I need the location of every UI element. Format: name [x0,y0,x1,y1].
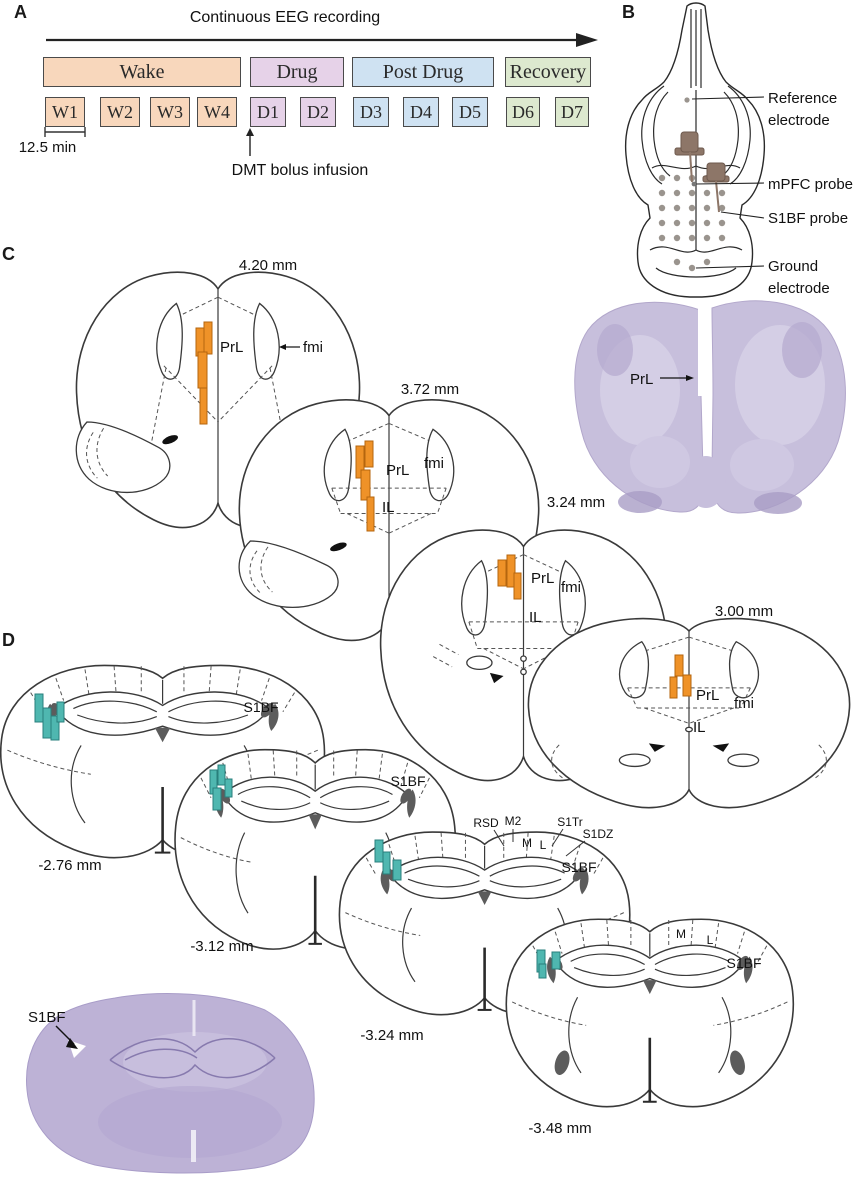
brain-section-c-300 [527,617,851,809]
scale-label: 12.5 min [18,139,77,156]
arrowhead-up-icon [246,128,254,136]
panel-b-letter: B [622,2,635,22]
mpfc-probe-label: mPFC probe [768,176,853,193]
region-label-prl-324: PrL [531,570,554,587]
s1bf-atlas-sections: S1BF -2.76 mm S1BF -3.12 mm S1BF -3.24 m… [0,664,795,1174]
arrowhead-icon [576,33,598,47]
region-label-il-300: IL [693,719,706,736]
region-label-m2: M2 [505,814,522,828]
region-label-prl-372: PrL [386,462,409,479]
mpfc-atlas-sections: PrL 4.20 mm PrL fmi 3.72 mm PrL fmi IL 3… [75,257,851,809]
brain-section-c-372 [238,399,540,642]
region-label-m-n348: M [676,927,686,941]
arrowhead-icon [66,1038,78,1049]
orbit-arches [641,85,751,185]
mpfc-electrode-marks [195,321,692,699]
region-label-s1bf-n348: S1BF [726,955,761,971]
histology-image-prl: PrL [574,300,846,514]
panel-c-labels: 4.20 mm PrL fmi 3.72 mm PrL fmi IL 3.24 … [220,257,773,736]
s1bf-electrode-marks [34,693,561,979]
region-label-il-324: IL [529,609,542,626]
region-label-s1tr: S1Tr [557,815,583,829]
region-label-s1bf-n312: S1BF [390,773,425,789]
reference-electrode-label-2: electrode [768,112,830,129]
mpfc-probe-implant [674,131,705,187]
coord-label-420: 4.20 mm [239,257,297,274]
brain-section-c-324 [379,529,668,782]
region-label-prl-300: PrL [696,687,719,704]
panel-d-labels: -2.76 mm S1BF -3.12 mm S1BF -3.24 mm RSD… [38,699,761,1137]
infusion-label: DMT bolus infusion [231,162,369,179]
coord-label-n276: -2.76 mm [38,857,101,874]
histology-s1bf-label: S1BF [28,1009,66,1026]
region-label-fmi-372: fmi [424,455,444,472]
s1bf-probe-implant [702,162,730,213]
timeline-arrow [46,33,598,47]
brain-section-c-420 [75,271,361,529]
infusion-arrow [246,128,254,156]
panel-a-title: Continuous EEG recording [189,9,381,26]
region-label-il-372: IL [382,499,395,516]
coord-label-300: 3.00 mm [715,603,773,620]
epoch-w4: W4 [197,97,237,127]
epoch-w3: W3 [150,97,190,127]
region-label-rsd: RSD [473,816,499,830]
panel-a-letter: A [14,2,27,22]
region-label-s1bf-n324: S1BF [561,859,596,875]
region-label-m-n324: M [522,836,532,850]
scale-bracket [44,127,86,137]
region-label-fmi-324: fmi [561,579,581,596]
epoch-d1: D1 [250,97,286,127]
arrowhead-icon [279,344,286,350]
region-label-s1dz: S1DZ [583,827,614,841]
region-label-fmi-300: fmi [734,695,754,712]
brain-section-d-348 [505,918,795,1108]
nasal-suture-lines [649,9,743,278]
skull-diagram: Reference electrode mPFC probe S1BF prob… [624,2,853,298]
skull-leader-lines [691,96,765,269]
ground-electrode-label-1: Ground [768,258,818,275]
phase-post-drug: Post Drug [352,57,494,87]
epoch-d7: D7 [555,97,589,127]
reference-electrode-label-1: Reference [768,90,837,107]
coord-label-n312: -3.12 mm [190,938,253,955]
timeline-arrow-graphics [44,33,598,156]
coord-label-372: 3.72 mm [401,381,459,398]
coord-label-n348: -3.48 mm [528,1120,591,1137]
probe-track-slit [698,308,707,396]
panel-c-letter: C [2,244,15,264]
epoch-d6: D6 [506,97,540,127]
s1bf-probe-label: S1BF probe [768,210,848,227]
epoch-d2: D2 [300,97,336,127]
skull-outline [624,2,766,298]
reference-electrode-dot [684,97,690,103]
epoch-d3: D3 [353,97,389,127]
phase-wake: Wake [43,57,241,87]
region-label-s1bf-n276: S1BF [243,699,278,715]
arrowhead-icon [686,375,694,381]
epoch-d4: D4 [403,97,439,127]
coord-label-324: 3.24 mm [547,494,605,511]
epoch-d5: D5 [452,97,488,127]
coord-label-n324: -3.24 mm [360,1027,423,1044]
region-label-l-n324: L [540,838,547,852]
histology-prl-label: PrL [630,371,653,388]
panel-d-letter: D [2,630,15,650]
region-label-prl-420: PrL [220,339,243,356]
phase-drug: Drug [250,57,344,87]
phase-recovery: Recovery [505,57,591,87]
ground-electrode-label-2: electrode [768,280,830,297]
epoch-w2: W2 [100,97,140,127]
region-label-fmi-420: fmi [303,339,323,356]
region-label-l-n348: L [707,933,714,947]
histology-image-s1bf: S1BF [26,993,315,1174]
epoch-w1: W1 [45,97,85,127]
